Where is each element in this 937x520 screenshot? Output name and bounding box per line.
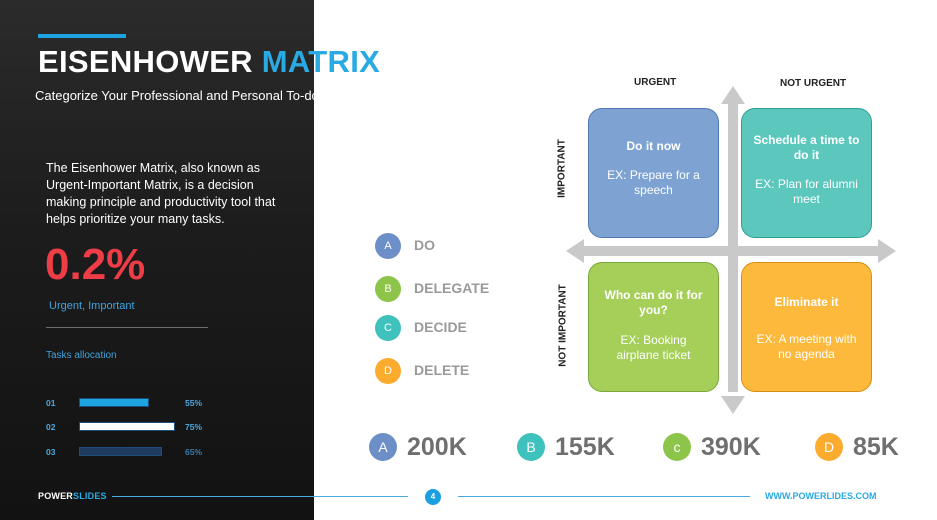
legend-label: DELEGATE [414, 280, 490, 296]
footer-line-right [458, 496, 750, 497]
description-text: The Eisenhower Matrix, also known as Urg… [46, 161, 276, 226]
footer-brand-accent: SLIDES [73, 491, 107, 501]
stat-value: 200K [407, 433, 467, 461]
column-header-not-urgent: NOT URGENT [780, 78, 847, 89]
allocation-percent: 55% [185, 398, 203, 408]
allocation-row-number: 01 [46, 398, 56, 408]
horizontal-axis-right-arrow [878, 239, 896, 263]
legend-label: DELETE [414, 362, 470, 378]
quadrant-schedule: Schedule a time to do it EX: Plan for al… [741, 108, 872, 238]
stat-badge: A [369, 433, 397, 461]
quadrant-example: EX: Prepare for a speech [607, 168, 700, 197]
footer-brand-main: POWER [38, 491, 74, 501]
stat-badge: D [815, 433, 843, 461]
page-number: 4 [425, 489, 441, 505]
quadrant-title: Do it now [626, 139, 681, 153]
allocation-bar [79, 447, 162, 456]
legend-badge: B [375, 276, 401, 302]
allocation-bar [79, 398, 149, 407]
quadrant-title: Schedule a time to do it [753, 133, 860, 162]
legend-badge: C [375, 315, 401, 341]
allocation-bar [79, 422, 175, 431]
big-stat-value: 0.2% [45, 240, 146, 289]
tasks-allocation-label: Tasks allocation [46, 350, 117, 361]
row-header-important: IMPORTANT [556, 139, 568, 198]
stat-badge: B [517, 433, 545, 461]
left-divider [46, 327, 208, 328]
title-main: EISENHOWER [38, 44, 262, 79]
quadrant-do-it-now: Do it now EX: Prepare for a speech [588, 108, 719, 238]
quadrant-title: Who can do it for you? [604, 288, 703, 317]
allocation-row: 02 75% [46, 421, 266, 433]
allocation-percent: 65% [185, 447, 203, 457]
big-stat-label: Urgent, Important [49, 300, 135, 312]
axis-arrows [566, 86, 896, 414]
quadrant-example: EX: A meeting with no agenda [756, 332, 857, 361]
legend-badge: A [375, 233, 401, 259]
stat-value: 390K [701, 433, 761, 461]
legend-label: DECIDE [414, 319, 467, 335]
title-accent-bar [38, 34, 126, 38]
stat-badge: c [663, 433, 691, 461]
stat-value: 155K [555, 433, 615, 461]
quadrant-title: Eliminate it [774, 295, 839, 309]
quadrant-delegate: Who can do it for you? EX: Booking airpl… [588, 262, 719, 392]
left-panel [0, 0, 314, 520]
quadrant-example: EX: Booking airplane ticket [616, 333, 691, 362]
footer-line-left [112, 496, 408, 497]
footer-brand-logo: POWERSLIDES [38, 491, 107, 501]
vertical-axis-up-arrow [721, 86, 745, 104]
footer-url-link[interactable]: WWW.POWERLIDES.COM [765, 491, 877, 501]
legend-badge: D [375, 358, 401, 384]
allocation-row: 01 55% [46, 397, 266, 409]
horizontal-axis-left-arrow [566, 239, 584, 263]
quadrant-example: EX: Plan for alumni meet [755, 177, 858, 206]
legend-label: DO [414, 237, 435, 253]
row-header-not-important: NOT IMPORTANT [557, 284, 569, 367]
quadrant-eliminate: Eliminate it EX: A meeting with no agend… [741, 262, 872, 392]
allocation-row-number: 02 [46, 422, 56, 432]
column-header-urgent: URGENT [634, 77, 677, 88]
allocation-row-number: 03 [46, 447, 56, 457]
allocation-row: 03 65% [46, 446, 266, 458]
page-title: EISENHOWER MATRIX [38, 44, 380, 80]
vertical-axis-down-arrow [721, 396, 745, 414]
title-accent: MATRIX [261, 44, 381, 79]
allocation-percent: 75% [185, 422, 203, 432]
page-subtitle: Categorize Your Professional and Persona… [35, 88, 326, 103]
stat-value: 85K [853, 433, 899, 461]
horizontal-axis-shaft [582, 246, 880, 256]
